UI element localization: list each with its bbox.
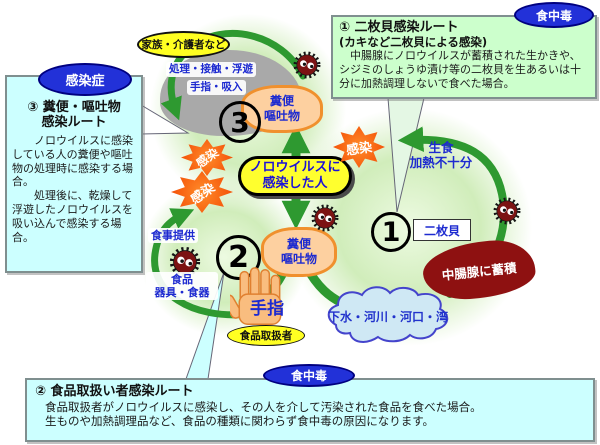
raw-eating-label: 生食: [428, 140, 454, 155]
infection-burst-right-label: 感染: [345, 139, 374, 159]
utensils-label: 器具・食器: [154, 286, 210, 300]
bivalve-box: 二枚貝: [413, 219, 471, 241]
route3-title-line2: 感染ルート: [41, 114, 107, 130]
route3-title-line1: ③ 糞便・嘔吐物: [27, 100, 121, 115]
route2-body-line2: 生ものや加熱調理品など、食品の種類に関わらず食中毒の原因になります。: [45, 414, 435, 429]
food-label: 食品: [171, 273, 193, 286]
raw-undercooked-label: 生食 加熱不十分: [398, 140, 484, 170]
excreta-bottom-line2: 嘔吐物: [280, 252, 317, 266]
route1-callout-box: ① 二枚貝感染ルート (カキなど二枚貝による感染) 中腸腺にノロウイルスが蓄積さ…: [331, 15, 597, 99]
route3-callout-box: ③ 糞便・嘔吐物 感染ルート ノロウイルスに感染している人の糞便や嘔吐物の処理時…: [5, 75, 143, 273]
infection-burst-lower-left: 感染: [171, 171, 233, 213]
route3-number-circle: 3: [219, 101, 261, 143]
hand-inhale-label: 手指・吸入: [187, 80, 246, 95]
virus-icon-right: [493, 197, 521, 225]
midgut-accumulation-label: 中腸腺に蓄積: [441, 259, 518, 283]
excreta-bottom-line1: 糞便: [286, 237, 311, 251]
infection-burst-upper-left-label: 感染: [193, 145, 222, 171]
route2-title: ② 食品取扱い者感染ルート: [35, 384, 194, 399]
route2-callout-box: ② 食品取扱い者感染ルート 食品取扱者がノロウイルスに感染し、その人を介して汚染…: [25, 378, 595, 442]
food-poisoning-badge-bottom: 食中毒: [263, 364, 355, 387]
arrow-route2-arc: [151, 208, 254, 319]
route2-body-line1: 食品取扱者がノロウイルスに感染し、その人を介して汚染された食品を食べた場合。: [45, 399, 482, 414]
route1-subtitle: (カキなど二枚貝による感染): [339, 34, 488, 49]
infection-burst-lower-left-label: 感染: [188, 180, 219, 208]
food-poisoning-badge-top: 食中毒: [514, 2, 594, 28]
infected-person-line2: 感染した人: [262, 176, 328, 191]
hands-label: 手指: [250, 299, 284, 319]
meal-serving-label: 食事提供: [148, 228, 198, 244]
route1-title: ① 二枚貝感染ルート: [339, 20, 459, 35]
infection-burst-right: 感染: [333, 126, 385, 168]
route3-body-para1: ノロウイルスに感染している人の糞便や嘔吐物の処理時に感染する場合。: [12, 133, 133, 189]
route1-number-circle: 1: [371, 212, 411, 252]
excreta-blob-bottom: 糞便嘔吐物: [261, 227, 337, 277]
virus-icon-center: [311, 204, 339, 232]
virus-icon-top: [293, 51, 321, 79]
virus-icon-left: [169, 246, 201, 278]
sewage-cloud: [327, 286, 449, 343]
family-caregivers-oval: 家族・介護者など: [137, 31, 230, 58]
excreta-top-line1: 糞便: [269, 94, 294, 108]
food-utensils-label: 食品 器具・食器: [146, 272, 218, 301]
route1-body: 中腸腺にノロウイルスが蓄積された生かきや、シジミのしょうゆ漬け等の二枚貝を生ある…: [339, 49, 581, 90]
handling-contact-float-label: 処理・接触・浮遊: [166, 62, 256, 77]
callout-tail-route3: [140, 104, 190, 135]
route2-number-circle: 2: [216, 235, 261, 280]
hand-icon: [230, 267, 282, 325]
infection-disease-badge: 感染症: [38, 63, 132, 96]
route3-body-para2: 処理後に、乾燥して浮遊したノロウイルスを吸い込んで感染する場合。: [12, 189, 133, 244]
excreta-top-line2: 嘔吐物: [263, 109, 300, 123]
infected-person-pill: ノロウイルスに 感染した人: [238, 156, 352, 196]
insufficient-heating-label: 加熱不十分: [409, 155, 473, 170]
infection-burst-upper-left: 感染: [181, 139, 233, 176]
food-handler-oval: 食品取扱者: [227, 325, 305, 346]
infected-person-line1: ノロウイルスに: [249, 159, 341, 175]
sewage-label: 下水・河川・河口・湾: [327, 310, 448, 324]
